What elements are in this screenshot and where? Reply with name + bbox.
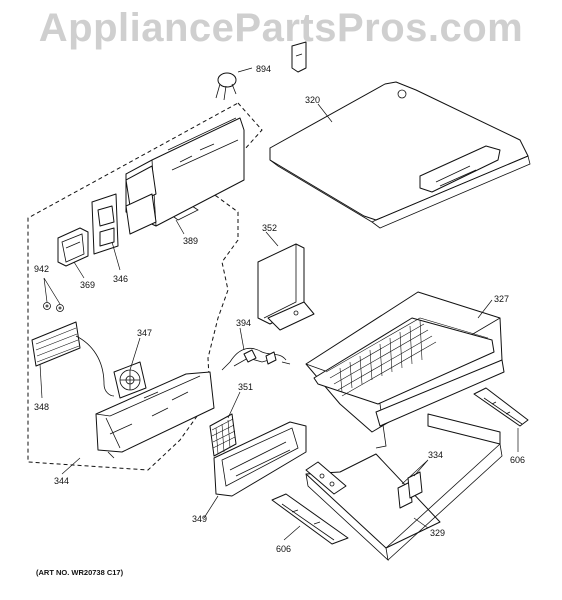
callout-606-bottom: 606 — [276, 544, 291, 554]
callout-394: 394 — [236, 318, 251, 328]
part-348-grille — [31, 321, 115, 397]
part-606-rail-bottom — [271, 493, 349, 545]
callout-369: 369 — [80, 280, 95, 290]
callout-351: 351 — [238, 382, 253, 392]
part-369-damper — [57, 227, 89, 267]
part-351-screen — [209, 413, 237, 457]
callout-389: 389 — [183, 236, 198, 246]
callout-894: 894 — [256, 64, 271, 74]
callout-348: 348 — [34, 402, 49, 412]
part-352-bracket — [257, 243, 315, 331]
callout-349: 349 — [192, 514, 207, 524]
part-329-base-frame — [305, 413, 503, 562]
leader-lines — [39, 67, 519, 541]
callout-344: 344 — [54, 476, 69, 486]
part-894-sensor — [215, 41, 307, 101]
callout-346: 346 — [113, 274, 128, 284]
callout-606-right: 606 — [510, 455, 525, 465]
callout-352: 352 — [262, 223, 277, 233]
callout-327: 327 — [494, 294, 509, 304]
callout-334: 334 — [428, 450, 443, 460]
callout-329: 329 — [430, 528, 445, 538]
part-942-screws — [43, 302, 64, 312]
part-320-cover — [269, 81, 531, 229]
assembly-group-outline — [27, 102, 263, 471]
callout-320: 320 — [305, 95, 320, 105]
callout-347: 347 — [137, 328, 152, 338]
bin-grille — [325, 317, 489, 397]
part-346-fan-housing — [91, 117, 245, 255]
part-327-drawer-bin — [305, 291, 505, 449]
callout-942: 942 — [34, 264, 49, 274]
part-394-harness — [221, 347, 291, 371]
part-347-fan — [113, 361, 147, 399]
part-349-frame — [213, 421, 307, 497]
watermark: AppliancePartsPros.com — [38, 6, 524, 50]
art-number: (ART NO. WR20738 C17) — [36, 568, 124, 577]
part-606-rail-right — [473, 387, 529, 427]
part-344-panel — [95, 371, 215, 459]
